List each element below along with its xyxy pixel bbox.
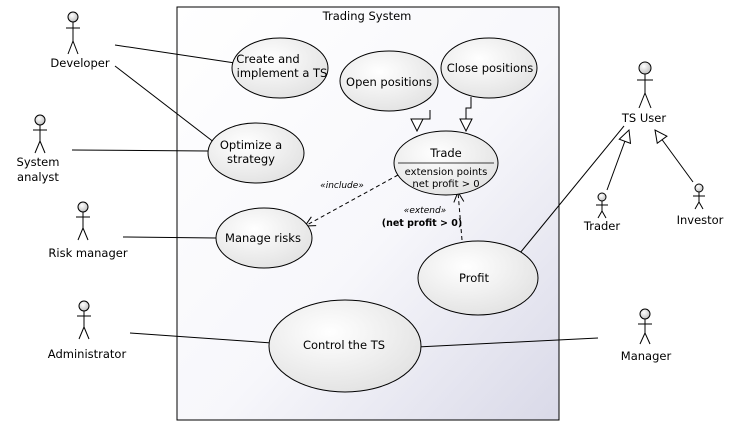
actor-administrator[interactable] <box>77 300 91 340</box>
use-case-optimize-line1: Optimize a <box>220 138 282 152</box>
use-case-optimize-line2: strategy <box>227 152 275 166</box>
gen-open-trade <box>417 110 431 131</box>
generalizations-to-trade <box>417 97 471 131</box>
gen-investor-tsuser <box>655 130 694 183</box>
actor-system-analyst-label-2: analyst <box>17 170 59 184</box>
actor-head <box>694 183 704 193</box>
use-case-trade[interactable]: Trade extension points net profit > 0 <box>393 130 499 196</box>
assoc-riskmanager-manage <box>122 236 217 239</box>
use-case-close-positions[interactable]: Close positions <box>440 37 538 99</box>
actor-developer[interactable] <box>66 11 80 55</box>
use-case-create[interactable]: Create and implement a TS <box>231 37 329 99</box>
use-case-create-line2: implement a TS <box>237 66 328 80</box>
include-label: «include» <box>320 181 364 191</box>
svg-text:Profit: Profit <box>459 271 489 285</box>
actor-manager-label: Manager <box>621 349 672 363</box>
use-case-trade-ext-point: net profit > 0 <box>412 179 479 190</box>
actor-trader[interactable] <box>596 192 608 219</box>
use-case-trade-label: Trade <box>429 146 462 160</box>
use-case-control[interactable]: Control the TS <box>268 299 422 393</box>
use-case-open-positions[interactable]: Open positions <box>339 50 439 112</box>
generalizations-to-tsuser <box>606 130 694 191</box>
actor-ts-user[interactable] <box>637 61 653 109</box>
actor-head <box>638 61 652 75</box>
actor-head <box>34 114 46 126</box>
use-case-create-line1: Create and <box>236 52 300 66</box>
assoc-control-manager <box>416 337 599 348</box>
extend-condition: (net profit > 0) <box>382 218 463 229</box>
svg-text:Control the TS: Control the TS <box>303 338 385 352</box>
assoc-profit-tsuser <box>519 125 625 254</box>
assoc-analyst-optimize <box>71 149 209 152</box>
svg-text:Open positions: Open positions <box>346 75 432 89</box>
assoc-admin-control <box>129 332 273 344</box>
include-trade-manage <box>305 174 399 226</box>
actor-head <box>67 11 79 23</box>
use-case-manage-risks[interactable]: Manage risks <box>215 207 313 269</box>
actor-risk-manager[interactable] <box>76 201 90 241</box>
gen-trader-tsuser <box>606 130 629 191</box>
actor-system-analyst[interactable] <box>33 114 47 154</box>
actor-head <box>639 308 651 320</box>
svg-text:Close positions: Close positions <box>447 61 534 75</box>
use-case-optimize[interactable]: Optimize a strategy <box>207 122 305 184</box>
actor-system-analyst-label-1: System <box>17 155 60 169</box>
use-case-profit[interactable]: Profit <box>417 240 539 316</box>
extend-label: «extend» <box>404 206 446 216</box>
svg-text:Manage risks: Manage risks <box>225 231 301 245</box>
actor-developer-label: Developer <box>50 56 109 70</box>
actor-trader-label: Trader <box>583 219 620 233</box>
actor-head <box>597 192 607 202</box>
actor-risk-manager-label: Risk manager <box>48 246 127 260</box>
associations <box>71 44 625 348</box>
gen-close-trade <box>466 97 471 131</box>
actor-ts-user-label: TS User <box>621 111 666 125</box>
actor-investor-label: Investor <box>677 213 724 227</box>
actor-head <box>77 201 89 213</box>
actor-head <box>78 300 90 312</box>
assoc-developer-create <box>114 44 236 64</box>
system-title: Trading System <box>322 9 412 23</box>
use-case-trade-ext-header: extension points <box>405 167 488 178</box>
actor-investor[interactable] <box>693 183 705 210</box>
actor-manager[interactable] <box>638 308 652 345</box>
assoc-developer-optimize <box>114 65 216 144</box>
actor-administrator-label: Administrator <box>48 347 127 361</box>
extend-profit-trade <box>458 192 462 241</box>
